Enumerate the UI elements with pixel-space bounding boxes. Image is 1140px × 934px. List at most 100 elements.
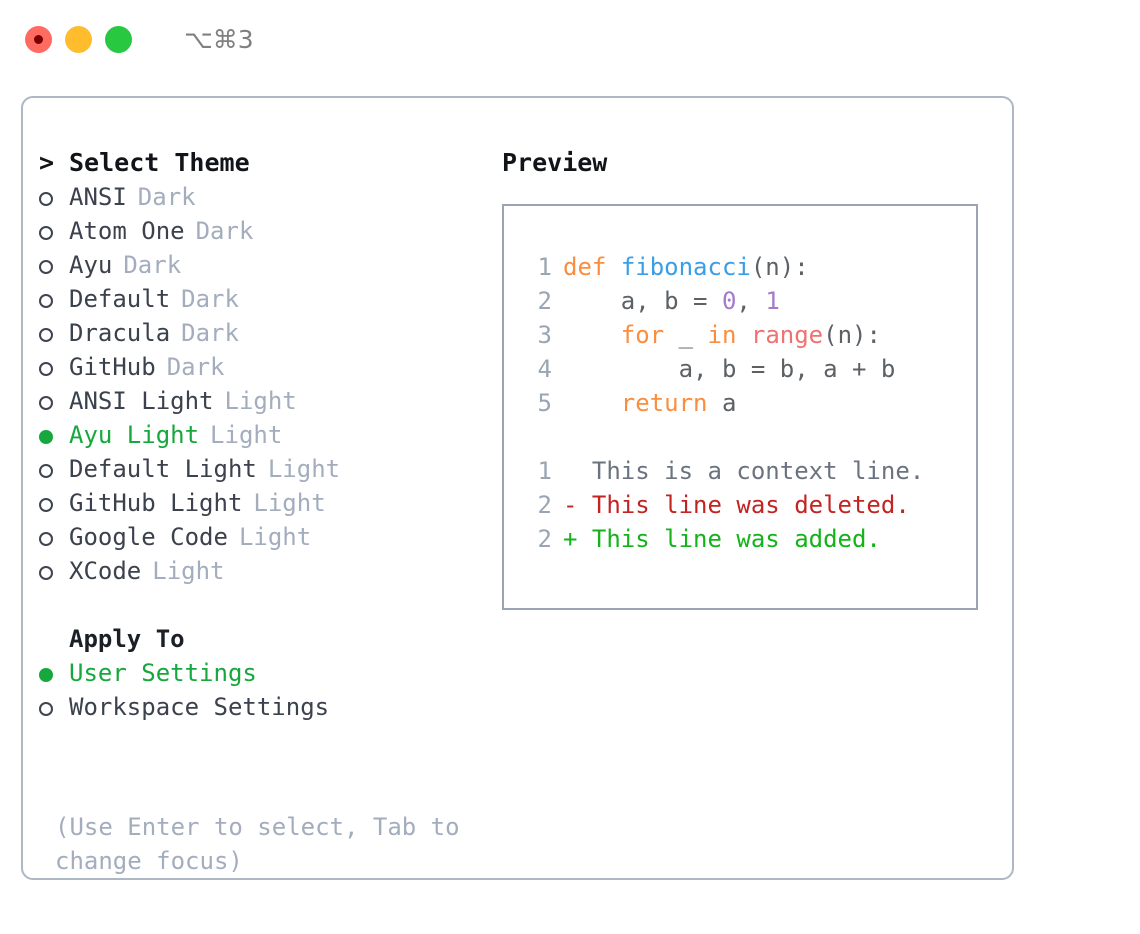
theme-kind-badge: Light xyxy=(267,455,341,483)
theme-name: Dracula xyxy=(69,319,171,347)
theme-name: Google Code xyxy=(69,523,228,551)
theme-option-row[interactable]: GitHub Dark xyxy=(39,350,494,384)
radio-unselected-icon[interactable] xyxy=(39,486,69,520)
bullet-glyph xyxy=(39,668,53,682)
code-token-plain: (n): xyxy=(750,253,809,281)
theme-kind-badge: Light xyxy=(210,421,283,449)
code-token-num: 0 xyxy=(721,287,737,315)
code-line-text: def fibonacci(n): xyxy=(563,250,809,284)
code-token-kw: def xyxy=(563,253,607,281)
title-bar: ⌥⌘3 xyxy=(0,0,1140,78)
diff-line: 1 This is a context line. xyxy=(518,454,976,488)
radio-unselected-icon[interactable] xyxy=(39,316,69,350)
bullet-glyph xyxy=(39,498,53,512)
diff-sample: 1 This is a context line.2- This line wa… xyxy=(518,454,976,556)
radio-unselected-icon[interactable] xyxy=(39,452,69,486)
radio-unselected-icon[interactable] xyxy=(39,350,69,384)
radio-unselected-icon[interactable] xyxy=(39,384,69,418)
radio-unselected-icon[interactable] xyxy=(39,214,69,248)
theme-name: Default Light xyxy=(69,455,257,483)
keyboard-hint-text: (Use Enter to select, Tab to change focu… xyxy=(55,813,460,875)
theme-option-row[interactable]: Ayu Dark xyxy=(39,248,494,282)
code-token-kw: return xyxy=(620,389,708,417)
code-token-plain: , xyxy=(736,287,766,315)
radio-selected-icon[interactable] xyxy=(39,418,69,452)
code-token-plain: a, b = b, a + b xyxy=(563,355,896,383)
radio-selected-icon[interactable] xyxy=(39,656,69,690)
radio-unselected-icon[interactable] xyxy=(39,520,69,554)
theme-name: GitHub xyxy=(69,353,156,381)
code-line-number: 3 xyxy=(537,321,552,349)
radio-unselected-icon[interactable] xyxy=(39,554,69,588)
apply-to-option-row[interactable]: User Settings xyxy=(39,656,494,690)
diff-line-text: + This line was added. xyxy=(563,525,881,553)
close-button[interactable] xyxy=(25,25,52,53)
theme-option-row[interactable]: Default Light Light xyxy=(39,452,494,486)
code-line-number: 2 xyxy=(537,287,552,315)
theme-kind-badge: Dark xyxy=(181,319,239,347)
code-diff-spacer xyxy=(518,420,976,454)
apply-to-name: Workspace Settings xyxy=(69,693,330,721)
keyboard-shortcut-label: ⌥⌘3 xyxy=(184,24,254,54)
theme-kind-badge: Dark xyxy=(166,353,225,381)
diff-line-number: 2 xyxy=(537,491,552,519)
code-token-kw: for xyxy=(620,321,665,349)
radio-unselected-icon[interactable] xyxy=(39,690,69,724)
code-token-plain: _ xyxy=(664,321,708,349)
code-line-number: 4 xyxy=(537,355,552,383)
diff-line: 2 + This line was added. xyxy=(518,522,976,556)
code-line: 4 a, b = b, a + b xyxy=(518,352,976,386)
maximize-button[interactable] xyxy=(105,25,132,53)
radio-unselected-icon[interactable] xyxy=(39,248,69,282)
diff-line-number: 1 xyxy=(537,457,552,485)
theme-name: Default xyxy=(69,285,171,313)
theme-option-row[interactable]: Dracula Dark xyxy=(39,316,494,350)
theme-name: Ayu xyxy=(69,251,113,279)
theme-option-row[interactable]: Google Code Light xyxy=(39,520,494,554)
theme-kind-badge: Dark xyxy=(123,251,182,279)
code-token-plain xyxy=(606,253,620,281)
bullet-glyph xyxy=(39,294,53,308)
cursor-caret-icon: > xyxy=(39,148,55,177)
apply-to-title: Apply To xyxy=(69,625,185,653)
theme-kind-badge: Light xyxy=(152,557,225,585)
preview-title: Preview xyxy=(502,148,608,177)
theme-kind-badge: Light xyxy=(224,387,297,415)
select-theme-title: Select Theme xyxy=(69,148,250,177)
code-line-number: 1 xyxy=(537,253,552,281)
theme-kind-badge: Dark xyxy=(137,183,196,211)
code-token-call: range xyxy=(750,321,824,349)
apply-to-header: Apply To xyxy=(39,622,494,656)
code-line: 1 def fibonacci(n): xyxy=(518,250,976,284)
code-line: 5 return a xyxy=(518,386,976,420)
recording-indicator-icon xyxy=(34,34,43,44)
radio-unselected-icon[interactable] xyxy=(39,282,69,316)
diff-line: 2- This line was deleted. xyxy=(518,488,976,522)
bullet-glyph xyxy=(39,362,53,376)
theme-option-row[interactable]: ANSI Light Light xyxy=(39,384,494,418)
radio-unselected-icon[interactable] xyxy=(39,180,69,214)
minimize-button[interactable] xyxy=(65,25,92,53)
select-theme-header: > Select Theme xyxy=(39,146,494,180)
apply-to-option-row[interactable]: Workspace Settings xyxy=(39,690,494,724)
bullet-glyph xyxy=(39,702,53,716)
code-line-number: 5 xyxy=(537,389,552,417)
diff-line-number: 2 xyxy=(537,525,552,553)
bullet-glyph xyxy=(39,260,53,274)
theme-kind-badge: Light xyxy=(238,523,312,551)
bullet-glyph xyxy=(39,566,53,580)
list-spacer xyxy=(39,588,494,622)
theme-name: GitHub Light xyxy=(69,489,243,517)
theme-name: ANSI Light xyxy=(69,387,214,415)
